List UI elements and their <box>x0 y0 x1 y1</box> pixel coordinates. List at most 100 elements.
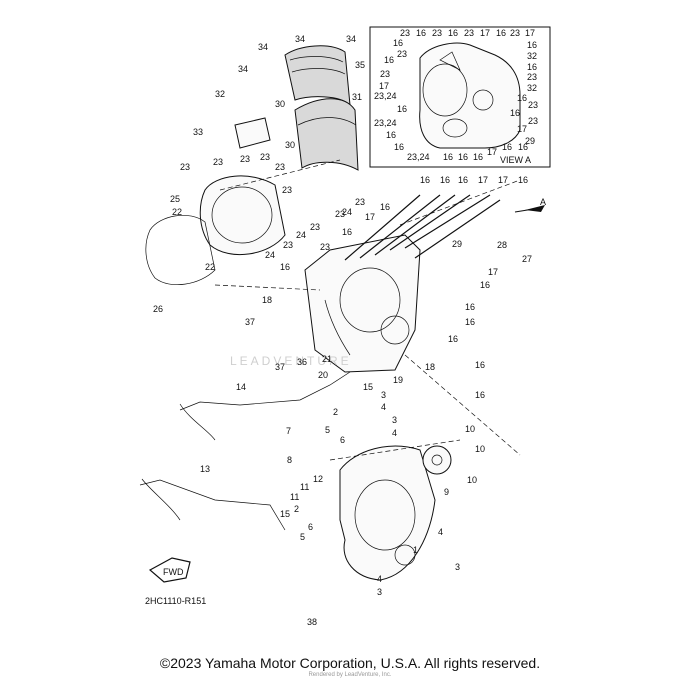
view-a-label: 23,24 <box>374 91 397 101</box>
callout-24: 24 <box>342 207 352 217</box>
callout-16: 16 <box>280 262 290 272</box>
callout-3: 3 <box>381 390 386 400</box>
belt-cover-upper[interactable] <box>284 45 351 107</box>
callout-26: 26 <box>153 304 163 314</box>
fwd-label: FWD <box>163 567 184 577</box>
callout-11: 11 <box>290 492 299 502</box>
callout-4: 4 <box>381 402 386 412</box>
callout-2: 2 <box>294 504 299 514</box>
callouts: 34 34 34 34 35 31 32 30 30 33 23 23 23 2… <box>153 34 532 627</box>
view-a-label: 23,24 <box>407 152 430 162</box>
view-a-label: 16 <box>527 62 537 72</box>
view-a-label: 16 <box>510 108 520 118</box>
callout-14: 14 <box>236 382 246 392</box>
view-a-arrow: A <box>514 197 546 213</box>
callout-16: 16 <box>380 202 390 212</box>
bracket-33[interactable] <box>234 117 271 149</box>
callout-16: 16 <box>440 175 450 185</box>
view-a-label: 16 <box>397 104 407 114</box>
crankcase-main[interactable] <box>304 234 421 373</box>
view-a-label: 16 <box>517 93 527 103</box>
callout-23: 23 <box>310 222 320 232</box>
view-a-label: 16 <box>496 28 506 38</box>
fwd-arrow-icon: FWD <box>148 557 191 583</box>
view-a-title: VIEW A <box>500 155 531 165</box>
callout-10: 10 <box>465 424 475 434</box>
callout-11: 11 <box>300 482 309 492</box>
callout-34: 34 <box>346 34 356 44</box>
belt-cover-lower[interactable] <box>294 98 359 171</box>
breather-pipe-13[interactable] <box>139 478 286 531</box>
callout-36: 36 <box>297 357 307 367</box>
callout-3: 3 <box>377 587 382 597</box>
watermark: LEADVENTURE <box>230 354 352 368</box>
callout-23: 23 <box>282 185 292 195</box>
callout-21: 21 <box>322 354 332 364</box>
callout-6: 6 <box>340 435 345 445</box>
view-a-label: 16 <box>473 152 483 162</box>
copyright-notice: ©2023 Yamaha Motor Corporation, U.S.A. A… <box>159 655 541 671</box>
view-a-label: 23 <box>528 116 538 126</box>
callout-15: 15 <box>280 509 290 519</box>
view-a-label: 16 <box>527 40 537 50</box>
callout-16: 16 <box>475 360 485 370</box>
breather-pipe-14[interactable] <box>179 371 351 441</box>
view-a-label: 16 <box>384 55 394 65</box>
long-bolts[interactable] <box>344 194 501 261</box>
callout-25: 25 <box>170 194 180 204</box>
callout-13: 13 <box>200 464 210 474</box>
callout-19: 19 <box>393 375 403 385</box>
callout-1: 1 <box>413 545 418 555</box>
view-a-label: 23,24 <box>374 118 397 128</box>
view-a-label: 16 <box>458 152 468 162</box>
callout-16: 16 <box>420 175 430 185</box>
callout-37: 37 <box>275 362 285 372</box>
callout-3: 3 <box>392 415 397 425</box>
callout-16: 16 <box>518 175 528 185</box>
callout-16: 16 <box>448 334 458 344</box>
view-a-label: 23 <box>464 28 474 38</box>
callout-16: 16 <box>465 302 475 312</box>
view-a-label: 23 <box>432 28 442 38</box>
callout-7: 7 <box>286 426 291 436</box>
view-a-label: 16 <box>394 142 404 152</box>
oil-pump-gear[interactable] <box>422 445 452 475</box>
callout-23: 23 <box>260 152 270 162</box>
view-a-arrow-letter: A <box>540 197 546 207</box>
view-a-callouts: 23 16 23 16 23 17 16 23 17 16 16 32 23 1… <box>374 28 538 165</box>
callout-23: 23 <box>320 242 330 252</box>
view-a-label: 16 <box>393 38 403 48</box>
callout-30: 30 <box>285 140 295 150</box>
view-a-label: 23 <box>400 28 410 38</box>
callout-5: 5 <box>325 425 330 435</box>
cover-gasket[interactable] <box>145 215 216 285</box>
callout-23: 23 <box>283 240 293 250</box>
callout-5: 5 <box>300 532 305 542</box>
view-a-label: 23 <box>380 69 390 79</box>
callout-22: 22 <box>205 262 215 272</box>
callout-32: 32 <box>215 89 225 99</box>
callout-30: 30 <box>275 99 285 109</box>
view-a-label: 32 <box>527 83 537 93</box>
callout-15: 15 <box>363 382 373 392</box>
crankcase-lower[interactable] <box>339 445 436 581</box>
view-a-label: 16 <box>443 152 453 162</box>
callout-4: 4 <box>377 574 382 584</box>
callout-16: 16 <box>475 390 485 400</box>
view-a-label: 23 <box>528 100 538 110</box>
callout-8: 8 <box>287 455 292 465</box>
callout-34: 34 <box>295 34 305 44</box>
callout-17: 17 <box>365 212 375 222</box>
view-a-label: 23 <box>397 49 407 59</box>
callout-4: 4 <box>438 527 443 537</box>
crankcase-cover[interactable] <box>199 175 286 256</box>
view-a-label: 17 <box>480 28 490 38</box>
view-a-inset <box>369 26 551 168</box>
callout-6: 6 <box>308 522 313 532</box>
view-a-label: 16 <box>518 142 528 152</box>
assembly-guide-lines <box>214 159 521 461</box>
view-a-label: 16 <box>386 130 396 140</box>
view-a-label: 32 <box>527 51 537 61</box>
callout-20: 20 <box>318 370 328 380</box>
